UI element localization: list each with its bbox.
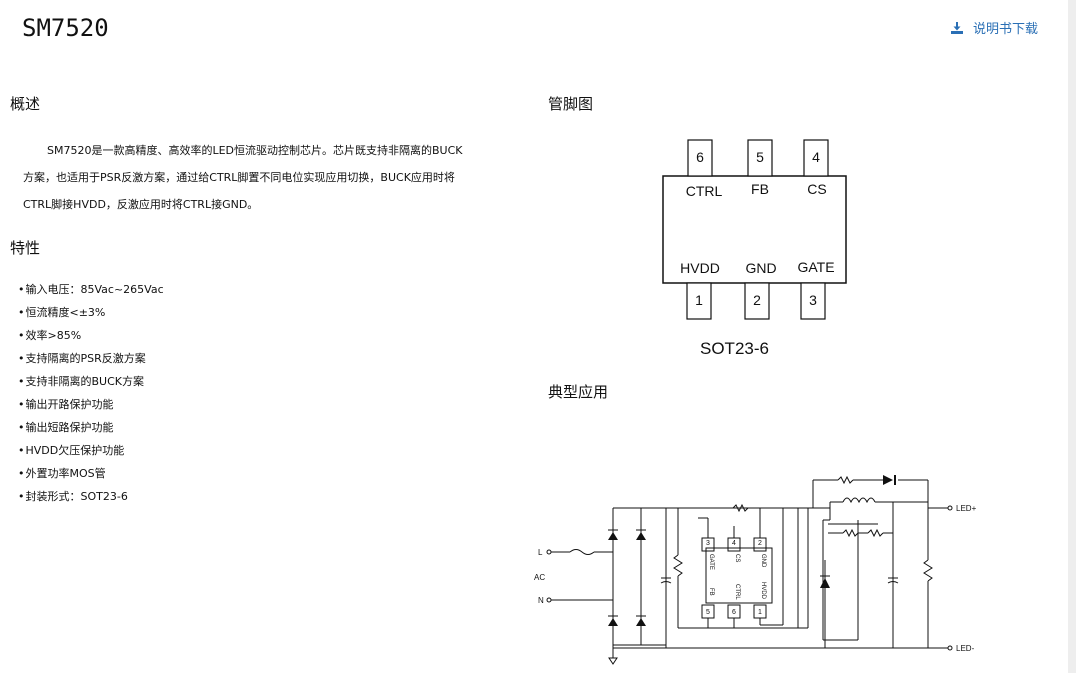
- pin-box: [800, 282, 826, 320]
- pinout-diagram: 6 5 4 CTRL FB CS HVDD GND GATE 1 2 3: [662, 139, 847, 320]
- pin-number: 5: [756, 149, 764, 165]
- pin-name: CS: [807, 181, 826, 197]
- list-item: 输入电压：85Vac~265Vac: [18, 280, 164, 303]
- ic-pin-number: 5: [706, 609, 710, 616]
- overview-line: 方案，也适用于PSR反激方案，通过给CTRL脚置不同电位实现应用切换，BUCK应…: [23, 171, 455, 184]
- ic-pin-number: 6: [732, 609, 736, 616]
- application-heading: 典型应用: [548, 383, 609, 401]
- page-title: SM7520: [22, 14, 109, 42]
- ic-pin-number: 2: [758, 540, 762, 547]
- pin-name: CTRL: [686, 183, 723, 199]
- ic-pin-name: HVDD: [760, 582, 766, 600]
- pin-name: FB: [751, 181, 769, 197]
- led-minus-label: LED-: [956, 644, 975, 653]
- list-item: 输出短路保护功能: [18, 418, 164, 441]
- ic-pin-name: CTRL: [734, 584, 740, 600]
- pin-box: [687, 139, 713, 177]
- list-item: 支持非隔离的BUCK方案: [18, 372, 164, 395]
- ic-pin-name: GATE: [708, 554, 714, 570]
- ic-pin-name: CS: [734, 554, 740, 562]
- ic-pin-number: 3: [706, 540, 710, 547]
- list-item: 输出开路保护功能: [18, 395, 164, 418]
- pin-name: HVDD: [680, 260, 720, 276]
- list-item: 封装形式：SOT23-6: [18, 487, 164, 510]
- list-item: HVDD欠压保护功能: [18, 441, 164, 464]
- ic-pin-number: 1: [758, 609, 762, 616]
- pin-box: [686, 282, 712, 320]
- application-circuit: L AC N LED+ LED- 3 4 2 5 6 1 GATE CS GND…: [534, 475, 977, 665]
- download-label[interactable]: 说明书下载: [972, 22, 1038, 37]
- overview-line: CTRL脚接HVDD，反激应用时将CTRL接GND。: [23, 198, 259, 211]
- pin-number: 3: [809, 292, 817, 308]
- pin-number: 4: [812, 149, 820, 165]
- list-item: 外置功率MOS管: [18, 464, 164, 487]
- manual-download-link[interactable]: 说明书下载: [950, 18, 1038, 37]
- list-item: 效率>85%: [18, 326, 164, 349]
- ic-pin-name: GND: [760, 554, 766, 568]
- pin-box: [803, 139, 829, 177]
- features-heading: 特性: [10, 239, 41, 257]
- pin-number: 2: [753, 292, 761, 308]
- package-label: SOT23-6: [700, 339, 769, 358]
- overview-heading: 概述: [10, 95, 41, 113]
- pin-number: 1: [695, 292, 703, 308]
- input-ac-label: AC: [534, 573, 545, 582]
- input-n-label: N: [538, 596, 544, 605]
- features-list: 输入电压：85Vac~265Vac 恒流精度<±3% 效率>85% 支持隔离的P…: [18, 280, 164, 510]
- led-plus-label: LED+: [956, 504, 977, 513]
- ic-pin-number: 4: [732, 540, 736, 547]
- download-icon: [950, 21, 963, 34]
- pin-box: [747, 139, 773, 177]
- pin-name: GND: [745, 260, 776, 276]
- overview-paragraph: SM7520是一款高精度、高效率的LED恒流驱动控制芯片。芯片既支持非隔离的BU…: [23, 137, 501, 218]
- pin-number: 6: [696, 149, 704, 165]
- input-l-label: L: [538, 548, 543, 557]
- list-item: 支持隔离的PSR反激方案: [18, 349, 164, 372]
- pin-name: GATE: [797, 259, 834, 275]
- overview-line: SM7520是一款高精度、高效率的LED恒流驱动控制芯片。芯片既支持非隔离的BU…: [47, 144, 463, 157]
- pin-box: [744, 282, 770, 320]
- list-item: 恒流精度<±3%: [18, 303, 164, 326]
- scrollbar[interactable]: [1068, 0, 1076, 673]
- pinout-heading: 管脚图: [548, 95, 594, 113]
- ic-pin-name: FB: [708, 588, 714, 596]
